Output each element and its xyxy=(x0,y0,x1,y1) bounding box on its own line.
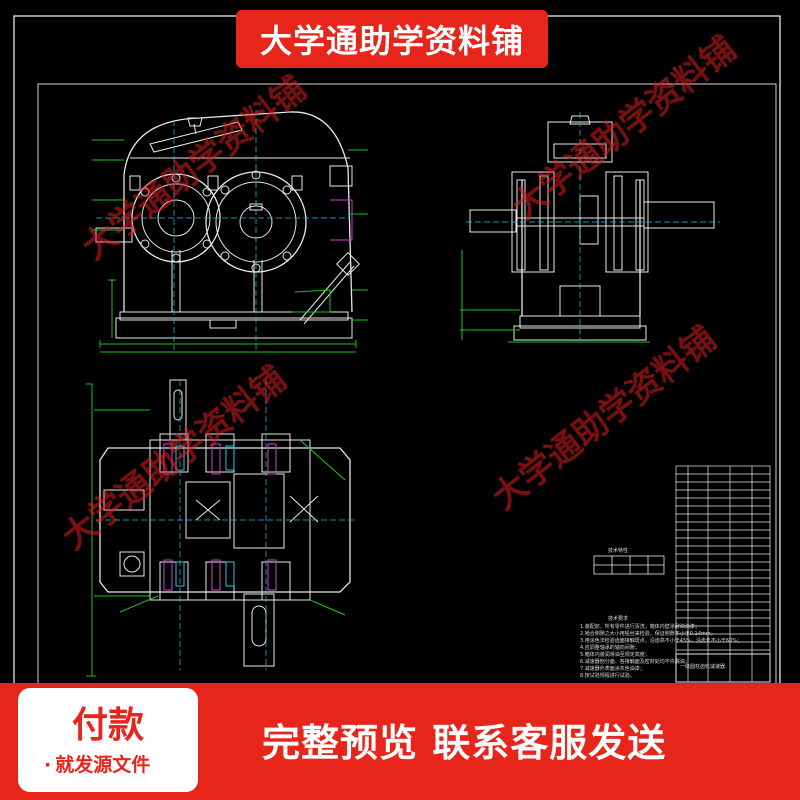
title-block-name: 一级圆柱齿轮减速器 xyxy=(680,663,725,670)
tech-notes-title: 技术要求 xyxy=(608,615,628,622)
parts-list xyxy=(675,465,771,683)
side-view xyxy=(460,112,720,343)
contact-cta-text: 完整预览 联系客服发送 xyxy=(262,721,667,765)
top-view xyxy=(86,379,356,677)
tech-note-line: 5.箱体内装润滑油至规定高度； xyxy=(580,651,650,658)
pay-title: 付款 xyxy=(71,705,144,746)
tech-notes: 1.装配前，所有零件进行清洗，箱体内壁涂耐油油漆； 2.啮合侧隙之大小用铅丝来检… xyxy=(580,623,742,679)
banner-title: 大学通助学资料铺 xyxy=(259,22,524,60)
tech-note-line: 2.啮合侧隙之大小用铅丝来检验，保证侧隙不小于0.14mm； xyxy=(580,630,716,637)
tech-note-line: 7.减速器外表面涂灰色油漆； xyxy=(580,665,645,672)
tech-note-line: 4.应调整轴承的轴向间隙； xyxy=(580,644,640,651)
front-view xyxy=(92,110,368,353)
top-banner: 大学通助学资料铺 xyxy=(236,10,548,68)
tech-note-line: 3.用涂色法检验齿面接触斑点，沿齿高不小于45%，沿齿长不小于60%； xyxy=(580,637,742,644)
pay-subtitle: 就发源文件 xyxy=(44,750,150,777)
pay-button[interactable]: 付款 就发源文件 xyxy=(18,688,198,792)
tech-note-line: 1.装配前，所有零件进行清洗，箱体内壁涂耐油油漆； xyxy=(580,623,700,630)
tech-spec-table-title: 技术特性 xyxy=(608,547,628,554)
tech-note-line: 6.减速器剖分面、各接触面及密封处均不许漏油； xyxy=(580,658,690,665)
tech-spec-table xyxy=(593,555,665,575)
tech-note-line: 8.按试验规程进行试验。 xyxy=(580,672,635,679)
